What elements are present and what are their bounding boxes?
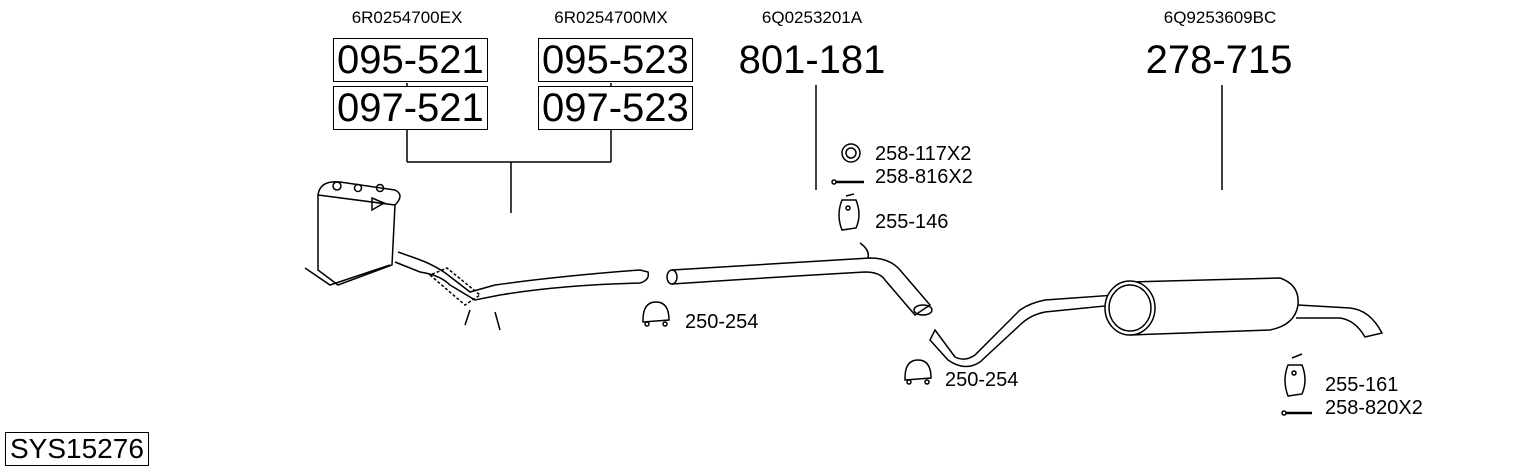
hanger-rear-icon — [1284, 353, 1306, 397]
system-id: SYS15276 — [5, 432, 149, 466]
connector-lines — [406, 83, 1223, 213]
part-bolt-front[interactable]: 258-816X2 — [875, 166, 973, 188]
part-box-097-523[interactable]: 097-523 — [538, 86, 693, 130]
clamp-icon — [642, 301, 670, 327]
center-pipe-drawing — [666, 242, 933, 316]
oe-number-center-pipe: 6Q0253201A — [761, 8, 863, 27]
part-gasket[interactable]: 258-117X2 — [875, 143, 972, 165]
part-hanger-rear[interactable]: 255-161 — [1325, 374, 1399, 396]
rear-silencer-drawing — [929, 277, 1384, 368]
clamp-icon — [904, 359, 932, 385]
part-clamp-1[interactable]: 250-254 — [685, 311, 759, 333]
gasket-icon — [841, 143, 861, 163]
part-rear-silencer[interactable]: 278-715 — [1145, 38, 1293, 82]
part-center-pipe[interactable]: 801-181 — [738, 38, 886, 82]
part-box-095-523[interactable]: 095-523 — [538, 38, 693, 82]
part-box-097-521[interactable]: 097-521 — [333, 86, 488, 130]
part-clamp-2[interactable]: 250-254 — [945, 369, 1019, 391]
oe-number-rear-silencer: 6Q9253609BC — [1163, 8, 1277, 27]
part-box-095-521[interactable]: 095-521 — [333, 38, 488, 82]
part-hanger-front[interactable]: 255-146 — [875, 211, 949, 233]
oe-number-mx: 6R0254700MX — [554, 8, 668, 27]
part-bolt-rear[interactable]: 258-820X2 — [1325, 397, 1423, 419]
dpf-catalyst-drawing — [304, 181, 650, 331]
bolt-rear-icon — [1281, 410, 1312, 416]
oe-number-ex: 6R0254700EX — [351, 8, 463, 27]
bolt-front-icon — [831, 179, 864, 185]
hanger-front-icon — [838, 193, 860, 231]
